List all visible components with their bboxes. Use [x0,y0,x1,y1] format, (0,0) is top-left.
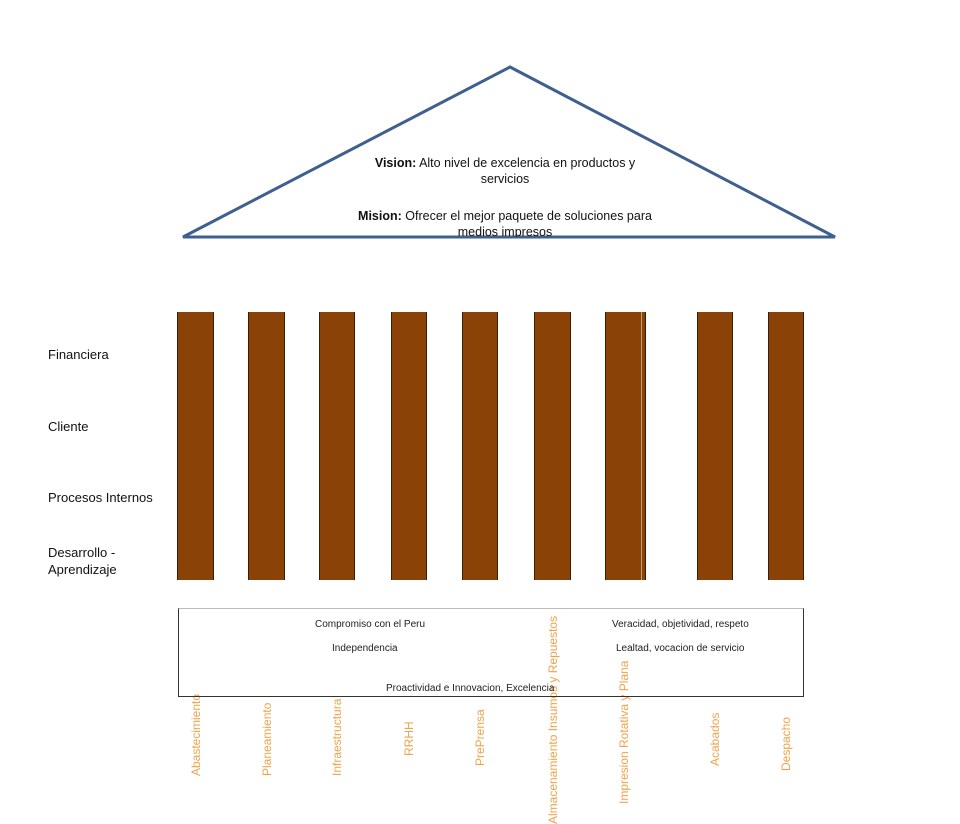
pillar-label: Acabados [708,712,722,766]
pillar-abastecimiento: Abastecimiento [177,312,214,776]
perspective-desarrollo-aprendizaje: Desarrollo - Aprendizaje [48,545,117,577]
value-lealtad: Lealtad, vocacion de servicio [616,643,745,654]
mision-text: Ofrecer el mejor paquete de soluciones p… [401,209,652,237]
pillar-label: RRHH [402,721,416,756]
pillar-planeamiento: Planeamiento [248,312,285,776]
pillar-almacenamiento: Almacenamiento Insumos y Repuestos [534,312,571,824]
pillar-label: PrePrensa [473,709,487,766]
pillar-label: Infraestructura [330,698,344,776]
pillar-acabados: Acabados [697,312,733,766]
pillar-divider [641,312,642,580]
value-compromiso: Compromiso con el Peru [315,619,426,630]
pillar-label: Planeamiento [259,702,274,776]
vision-statement: Vision: Alto nivel de excelencia en prod… [355,155,655,187]
pillar-infraestructura: Infraestructura [319,312,355,776]
pillar-label: Despacho [779,716,793,771]
mision-statement: Mision: Ofrecer el mejor paquete de solu… [355,208,655,237]
mision-label: Mision: [358,209,402,223]
perspective-financiera: Financiera [48,347,109,362]
pillar-rrhh: RRHH [391,312,427,756]
pillar-preprensa: PrePrensa [462,312,498,766]
vision-label: Vision: [374,156,417,170]
vision-text: Alto nivel de excelencia en productos y … [416,156,636,186]
pillar-despacho: Despacho [768,312,804,771]
value-proactividad: Proactividad e Innovacion, Excelencia [386,683,555,694]
perspective-procesos-internos: Procesos Internos [48,490,153,505]
perspective-cliente: Cliente [48,419,89,434]
pillar-impresion: Impresion Rotativa y Plana [605,312,646,804]
values-foundation: Compromiso con el Peru Veracidad, objeti… [178,608,804,697]
pillar-label: Abastecimiento [188,693,203,776]
value-independencia: Independencia [332,643,398,654]
value-veracidad: Veracidad, objetividad, respeto [612,619,749,630]
roof-triangle [182,65,836,239]
